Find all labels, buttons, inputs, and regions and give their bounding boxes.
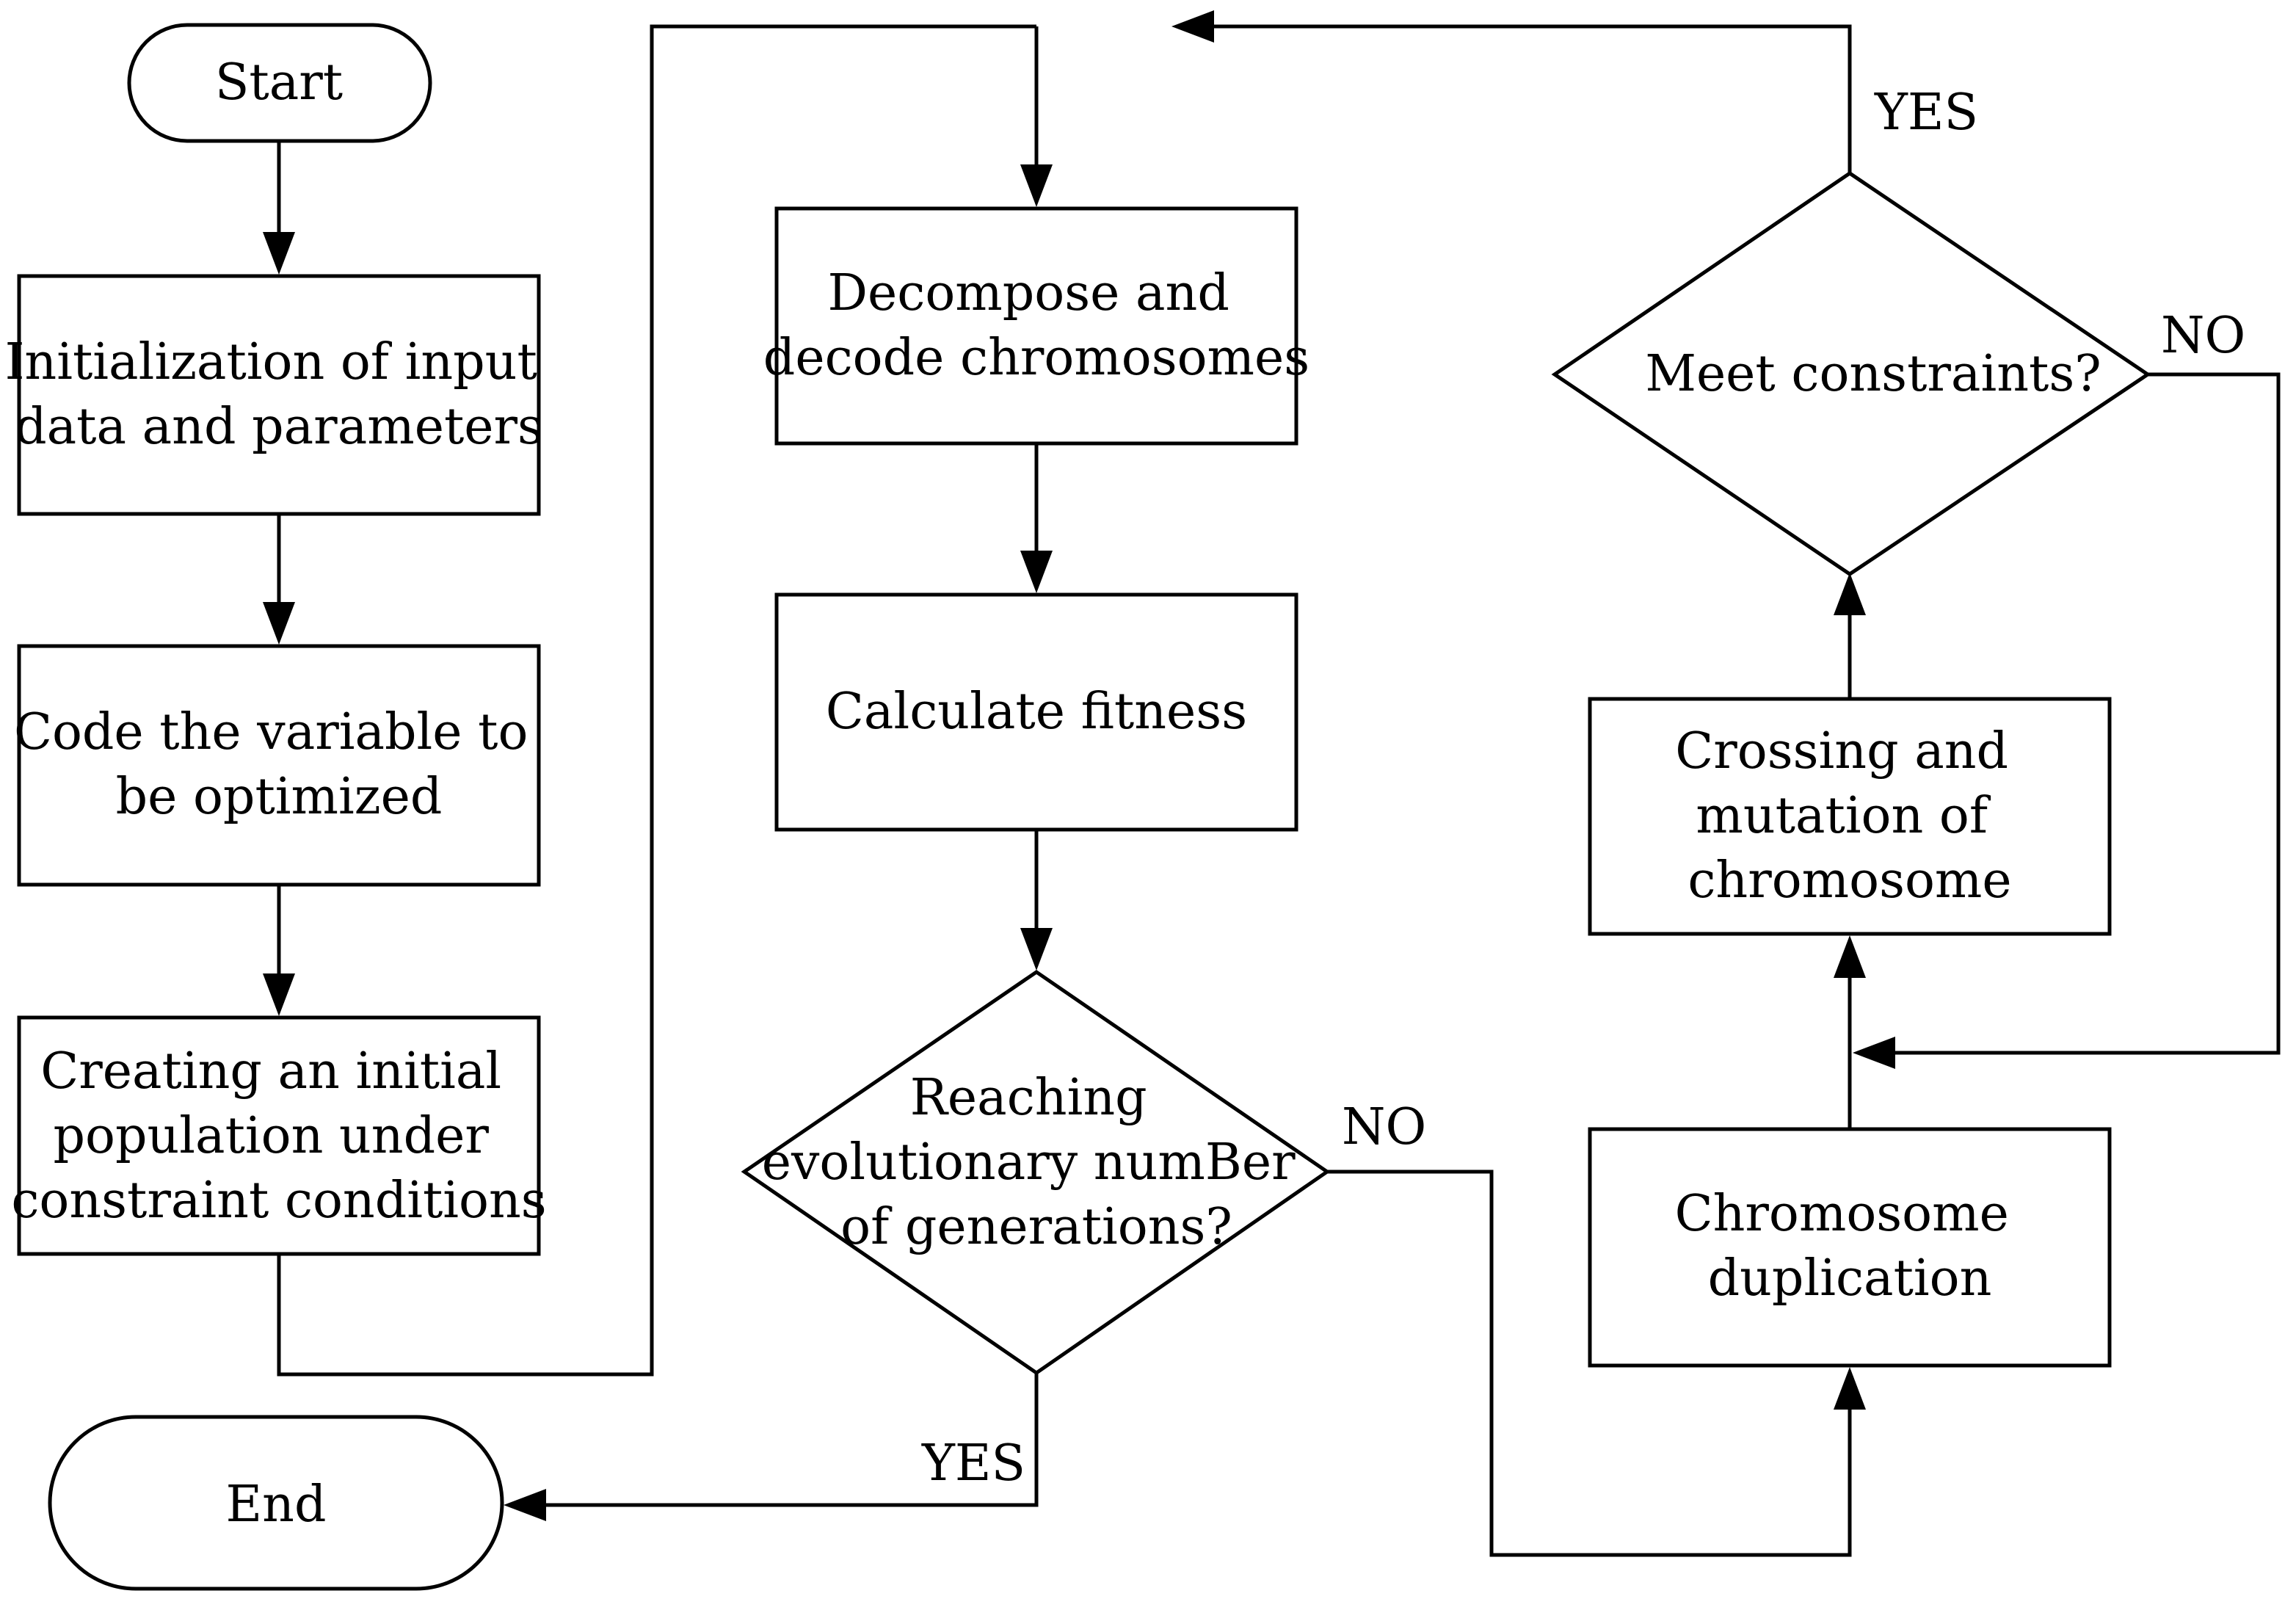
decompose-line-2: decode chromosomes <box>763 329 1309 387</box>
reaching-yes-label: YES <box>921 1435 1025 1493</box>
decompose-line-1: Decompose and <box>828 264 1229 322</box>
decompose-label: Decompose and decode chromosomes <box>763 264 1309 387</box>
init-box <box>17 274 541 516</box>
reaching-no-label: NO <box>1342 1098 1426 1156</box>
duplication-node: Chromosome duplication <box>1588 1127 2112 1368</box>
init-label: Initialization of input data and paramet… <box>5 333 553 456</box>
connectors <box>263 10 2281 1557</box>
create-line-3: constraint conditions <box>11 1172 546 1230</box>
arrowhead-code <box>263 602 295 645</box>
init-line-2: data and parameters <box>15 398 543 456</box>
code-node: Code the variable to be optimized <box>14 644 544 887</box>
crossing-node: Crossing and mutation of chromosome <box>1588 697 2112 936</box>
init-node: Initialization of input data and paramet… <box>5 274 553 516</box>
reaching-line-3: of generations? <box>840 1198 1232 1256</box>
reaching-node: Reaching evolutionary numBer of generati… <box>741 969 1331 1376</box>
duplication-label: Chromosome duplication <box>1675 1185 2025 1308</box>
code-box <box>17 644 541 887</box>
meet-node: Meet constraints? <box>1551 170 2151 577</box>
meet-label: Meet constraints? <box>1645 345 2101 403</box>
create-node: Creating an initial population under con… <box>11 1015 547 1256</box>
arrowhead-end <box>504 1489 546 1521</box>
edge-meet-no-to-crossing <box>1894 372 2281 1055</box>
reaching-label: Reaching evolutionary numBer of generati… <box>762 1069 1311 1256</box>
reaching-line-2: evolutionary numBer <box>762 1134 1296 1192</box>
create-label: Creating an initial population under con… <box>11 1042 546 1230</box>
arrowhead-reaching <box>1020 928 1053 971</box>
create-line-1: Creating an initial <box>40 1042 501 1100</box>
arrowhead-fitness <box>1020 551 1053 593</box>
crossing-line-3: chromosome <box>1688 852 2011 910</box>
duplication-line-1: Chromosome <box>1675 1185 2009 1243</box>
edge-meet-yes-to-loop <box>1213 24 1852 173</box>
crossing-line-2: mutation of <box>1696 787 1991 845</box>
arrowhead-meet-no <box>1853 1037 1895 1069</box>
meet-diamond <box>1551 170 2151 577</box>
start-label: Start <box>215 54 343 112</box>
start-node: Start <box>127 23 432 143</box>
edge-create-to-loop <box>277 24 1036 1377</box>
fitness-box <box>774 592 1298 832</box>
create-box <box>17 1015 541 1256</box>
init-line-1: Initialization of input <box>5 333 537 391</box>
arrowhead-meet <box>1834 573 1866 615</box>
reaching-diamond <box>741 969 1331 1376</box>
reaching-line-1: Reaching <box>910 1069 1147 1127</box>
crossing-box <box>1588 697 2112 936</box>
arrowhead-duplication <box>1834 1367 1866 1410</box>
end-terminal <box>48 1415 504 1591</box>
fitness-node: Calculate fitness <box>774 592 1298 832</box>
arrowhead-create <box>263 973 295 1016</box>
end-node: End <box>48 1415 504 1591</box>
decompose-box <box>774 206 1298 446</box>
code-label: Code the variable to be optimized <box>14 703 544 826</box>
arrowhead-decompose <box>1020 164 1053 207</box>
fitness-label: Calculate fitness <box>826 683 1247 741</box>
crossing-label: Crossing and mutation of chromosome <box>1675 722 2024 910</box>
code-line-2: be optimized <box>116 768 443 826</box>
arrowhead-loop-top <box>1171 10 1214 43</box>
arrowhead-crossing <box>1834 935 1866 978</box>
duplication-box <box>1588 1127 2112 1368</box>
meet-yes-label: YES <box>1874 84 1978 142</box>
arrowhead-init <box>263 232 295 275</box>
decompose-node: Decompose and decode chromosomes <box>763 206 1309 446</box>
edge-reaching-no-to-duplication <box>1327 1170 1852 1557</box>
duplication-line-2: duplication <box>1708 1250 1992 1308</box>
edge-reaching-yes-to-end <box>545 1373 1039 1507</box>
code-line-1: Code the variable to <box>14 703 528 761</box>
end-label: End <box>226 1476 327 1534</box>
start-terminal <box>127 23 432 143</box>
crossing-line-1: Crossing and <box>1675 722 2008 780</box>
meet-no-label: NO <box>2161 307 2245 365</box>
create-line-2: population under <box>54 1107 490 1165</box>
